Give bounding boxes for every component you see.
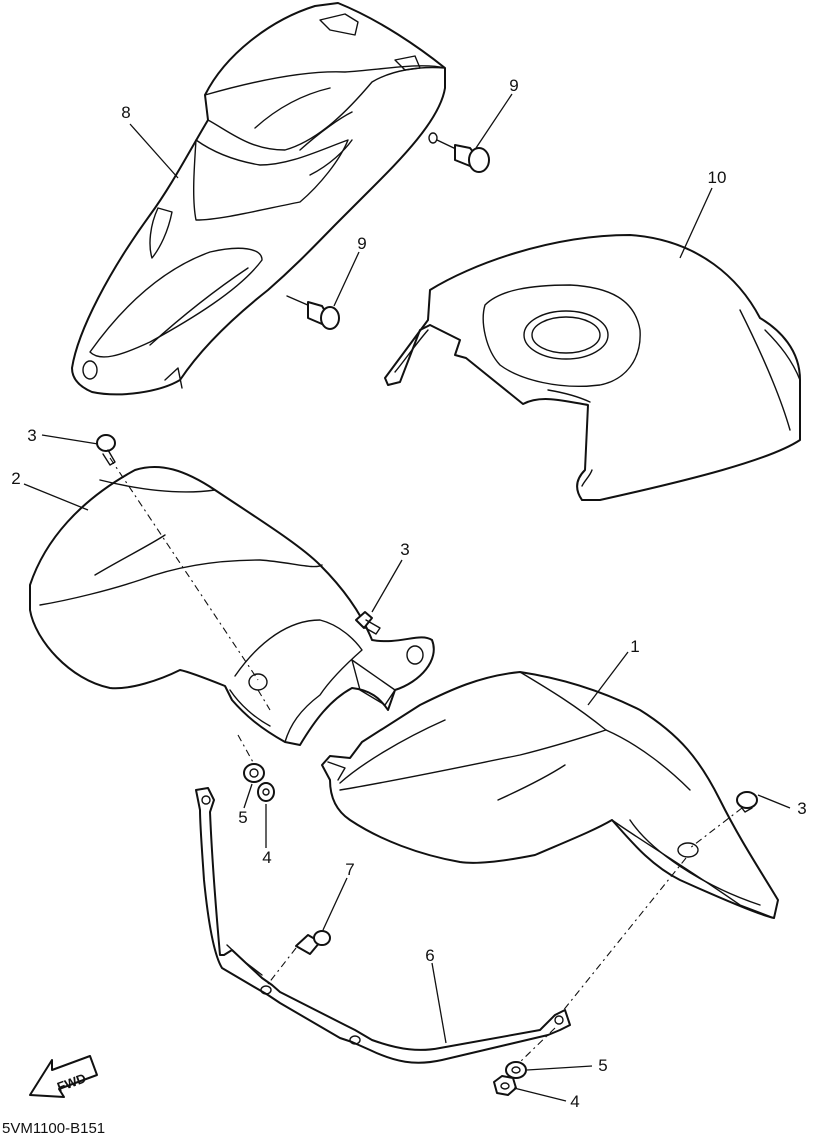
part-9-screw-upper bbox=[428, 132, 490, 173]
callout-3-top: 3 bbox=[27, 426, 36, 445]
part-7-bolt bbox=[295, 930, 331, 955]
part-3-screw-top bbox=[96, 434, 116, 466]
diagram-reference-code: 5VM1100-B151 bbox=[2, 1120, 105, 1135]
part-2-side-cover bbox=[29, 466, 435, 746]
callout-5-left: 5 bbox=[238, 808, 247, 827]
callout-8: 8 bbox=[121, 103, 130, 122]
part-5-grommet-left bbox=[243, 763, 265, 783]
callout-3-right: 3 bbox=[797, 799, 806, 818]
forward-arrow-icon: FWD bbox=[29, 1055, 98, 1098]
callout-10: 10 bbox=[708, 168, 727, 187]
callout-7: 7 bbox=[345, 860, 354, 879]
part-9-screw-lower bbox=[286, 295, 340, 330]
callout-1: 1 bbox=[630, 637, 639, 656]
part-4-nut-right bbox=[493, 1075, 517, 1096]
part-10-tank-cover bbox=[384, 234, 801, 501]
part-4-nut-left bbox=[257, 782, 275, 802]
callout-4-left: 4 bbox=[262, 848, 271, 867]
assembly-lines bbox=[109, 457, 743, 1063]
part-3-screw-middle bbox=[355, 611, 381, 635]
part-3-screw-right bbox=[736, 791, 758, 813]
callout-9-lower: 9 bbox=[357, 234, 366, 253]
callout-3-middle: 3 bbox=[400, 540, 409, 559]
callout-4-right: 4 bbox=[570, 1092, 579, 1111]
callout-labels: 1 2 3 3 3 4 4 5 5 6 7 8 9 9 10 bbox=[11, 76, 806, 1111]
callout-5-right: 5 bbox=[598, 1056, 607, 1075]
part-8-front-cover bbox=[71, 2, 446, 396]
callout-9-upper: 9 bbox=[509, 76, 518, 95]
part-5-grommet-right bbox=[505, 1061, 527, 1079]
part-1-side-cover bbox=[321, 671, 779, 919]
callout-2: 2 bbox=[11, 469, 20, 488]
part-6-bracket bbox=[195, 787, 571, 1064]
callout-6: 6 bbox=[425, 946, 434, 965]
leader-lines bbox=[23, 93, 791, 1102]
